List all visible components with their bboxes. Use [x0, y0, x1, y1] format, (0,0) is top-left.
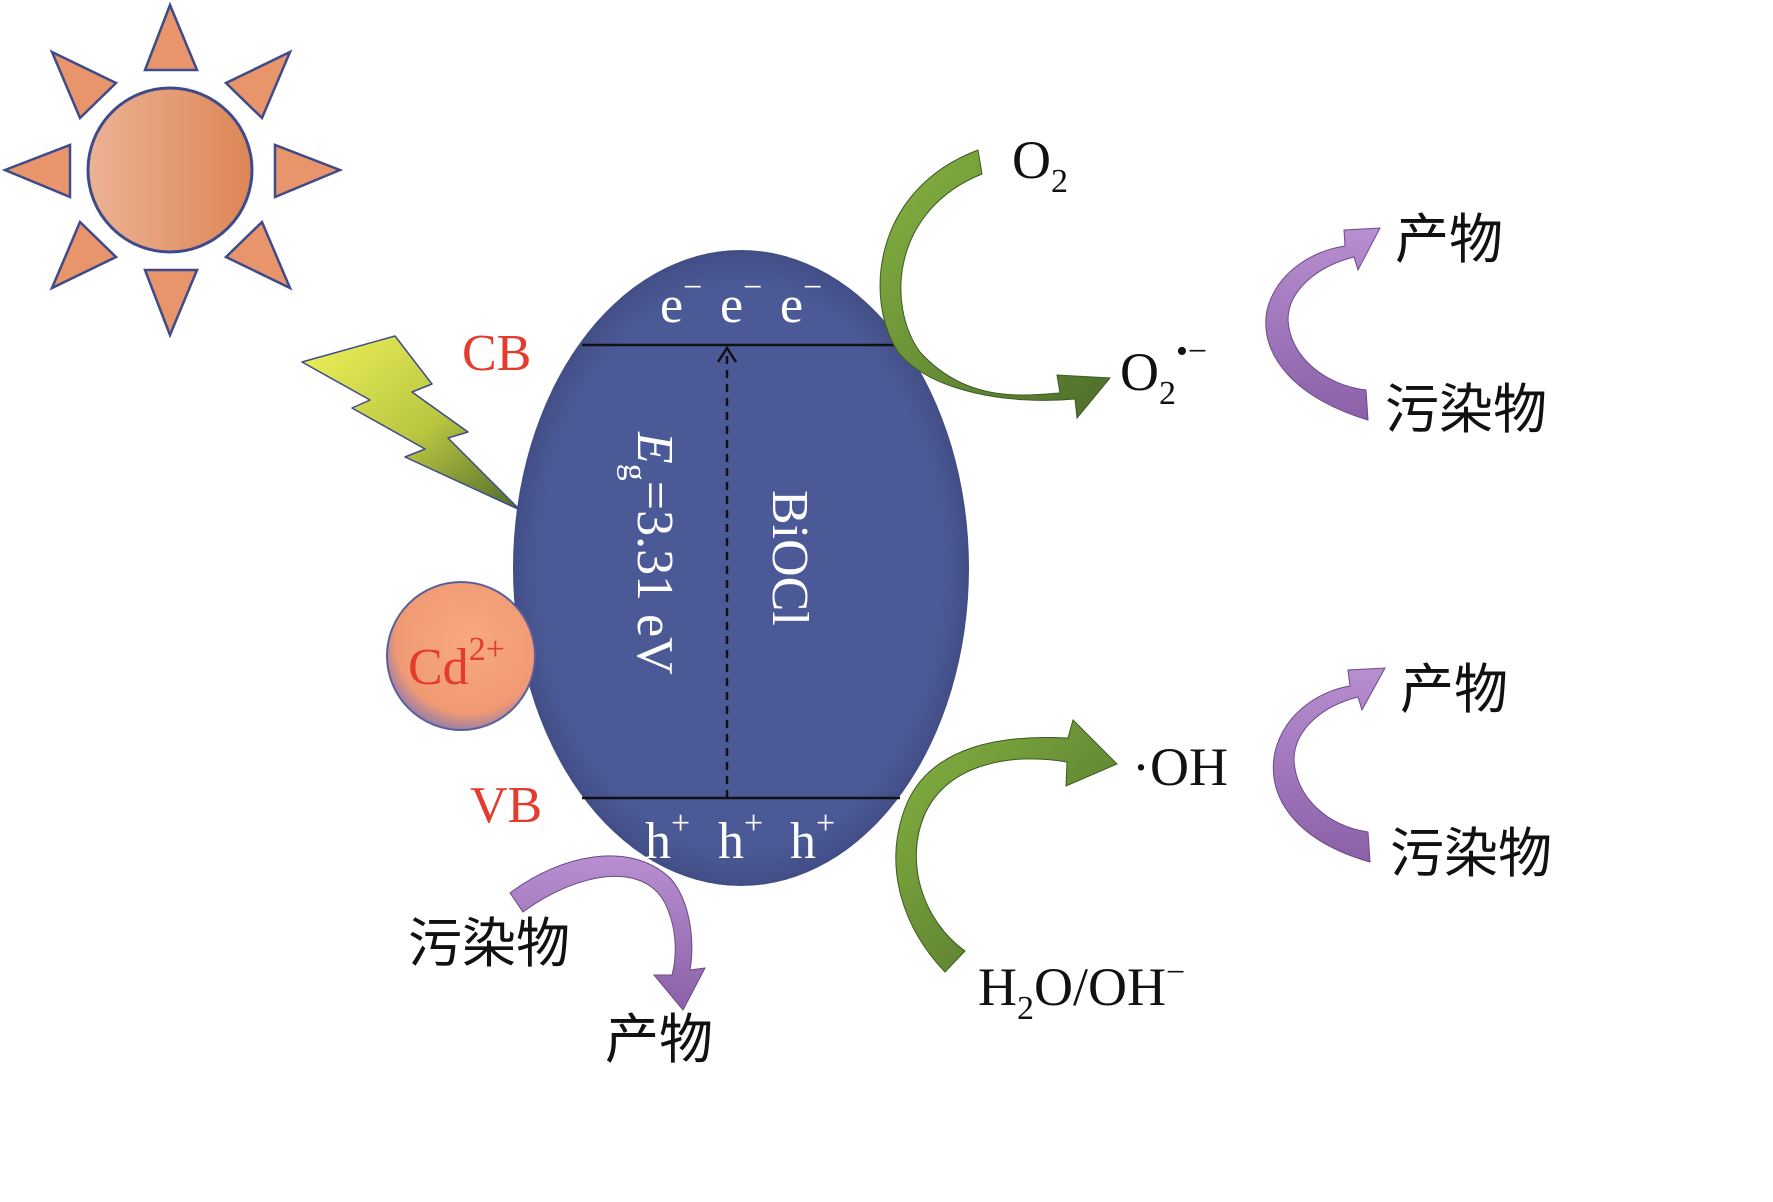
product-label-top: 产物: [1395, 210, 1503, 270]
vb-label: VB: [470, 777, 542, 834]
pollutant-label-top: 污染物: [1385, 380, 1547, 440]
cb-label: CB: [462, 325, 531, 382]
pollutant-label-bottom: 污染物: [408, 914, 570, 974]
electron-1: e−: [660, 269, 702, 334]
hole-3: h+: [790, 805, 835, 870]
biocl-particle: [513, 250, 969, 886]
pollutant-to-product-arrow-right: [1272, 667, 1386, 863]
product-label-right: 产物: [1400, 660, 1508, 720]
lightning-bolt-icon: [301, 335, 521, 511]
pollutant-to-product-arrow-top: [1265, 227, 1381, 421]
hole-1: h+: [645, 805, 690, 870]
hole-2: h+: [718, 805, 763, 870]
pollutant-to-product-arrow-bottom: [509, 855, 706, 1011]
hydroxyl-label: ·OH: [1132, 737, 1228, 797]
electron-2: e−: [720, 269, 762, 334]
o2-to-superoxide-arrow: [879, 149, 1112, 420]
o2-label: O2: [1012, 130, 1068, 200]
excitation-arrow: [716, 345, 738, 798]
superoxide-label: O2•−: [1120, 333, 1207, 412]
product-label-bottom: 产物: [605, 1010, 713, 1070]
cd-ion-label: Cd2+: [408, 631, 505, 696]
cd-particle: [386, 581, 536, 731]
pollutant-label-right: 污染物: [1390, 824, 1552, 884]
material-label: BiOCl: [761, 490, 818, 626]
electron-3: e−: [780, 269, 822, 334]
sun-icon: [1, 1, 344, 339]
water-to-hydroxyl-arrow: [895, 719, 1118, 973]
water-label: H2O/OH−: [978, 954, 1185, 1027]
bandgap-label: Eg=3.31 eV: [616, 431, 683, 675]
